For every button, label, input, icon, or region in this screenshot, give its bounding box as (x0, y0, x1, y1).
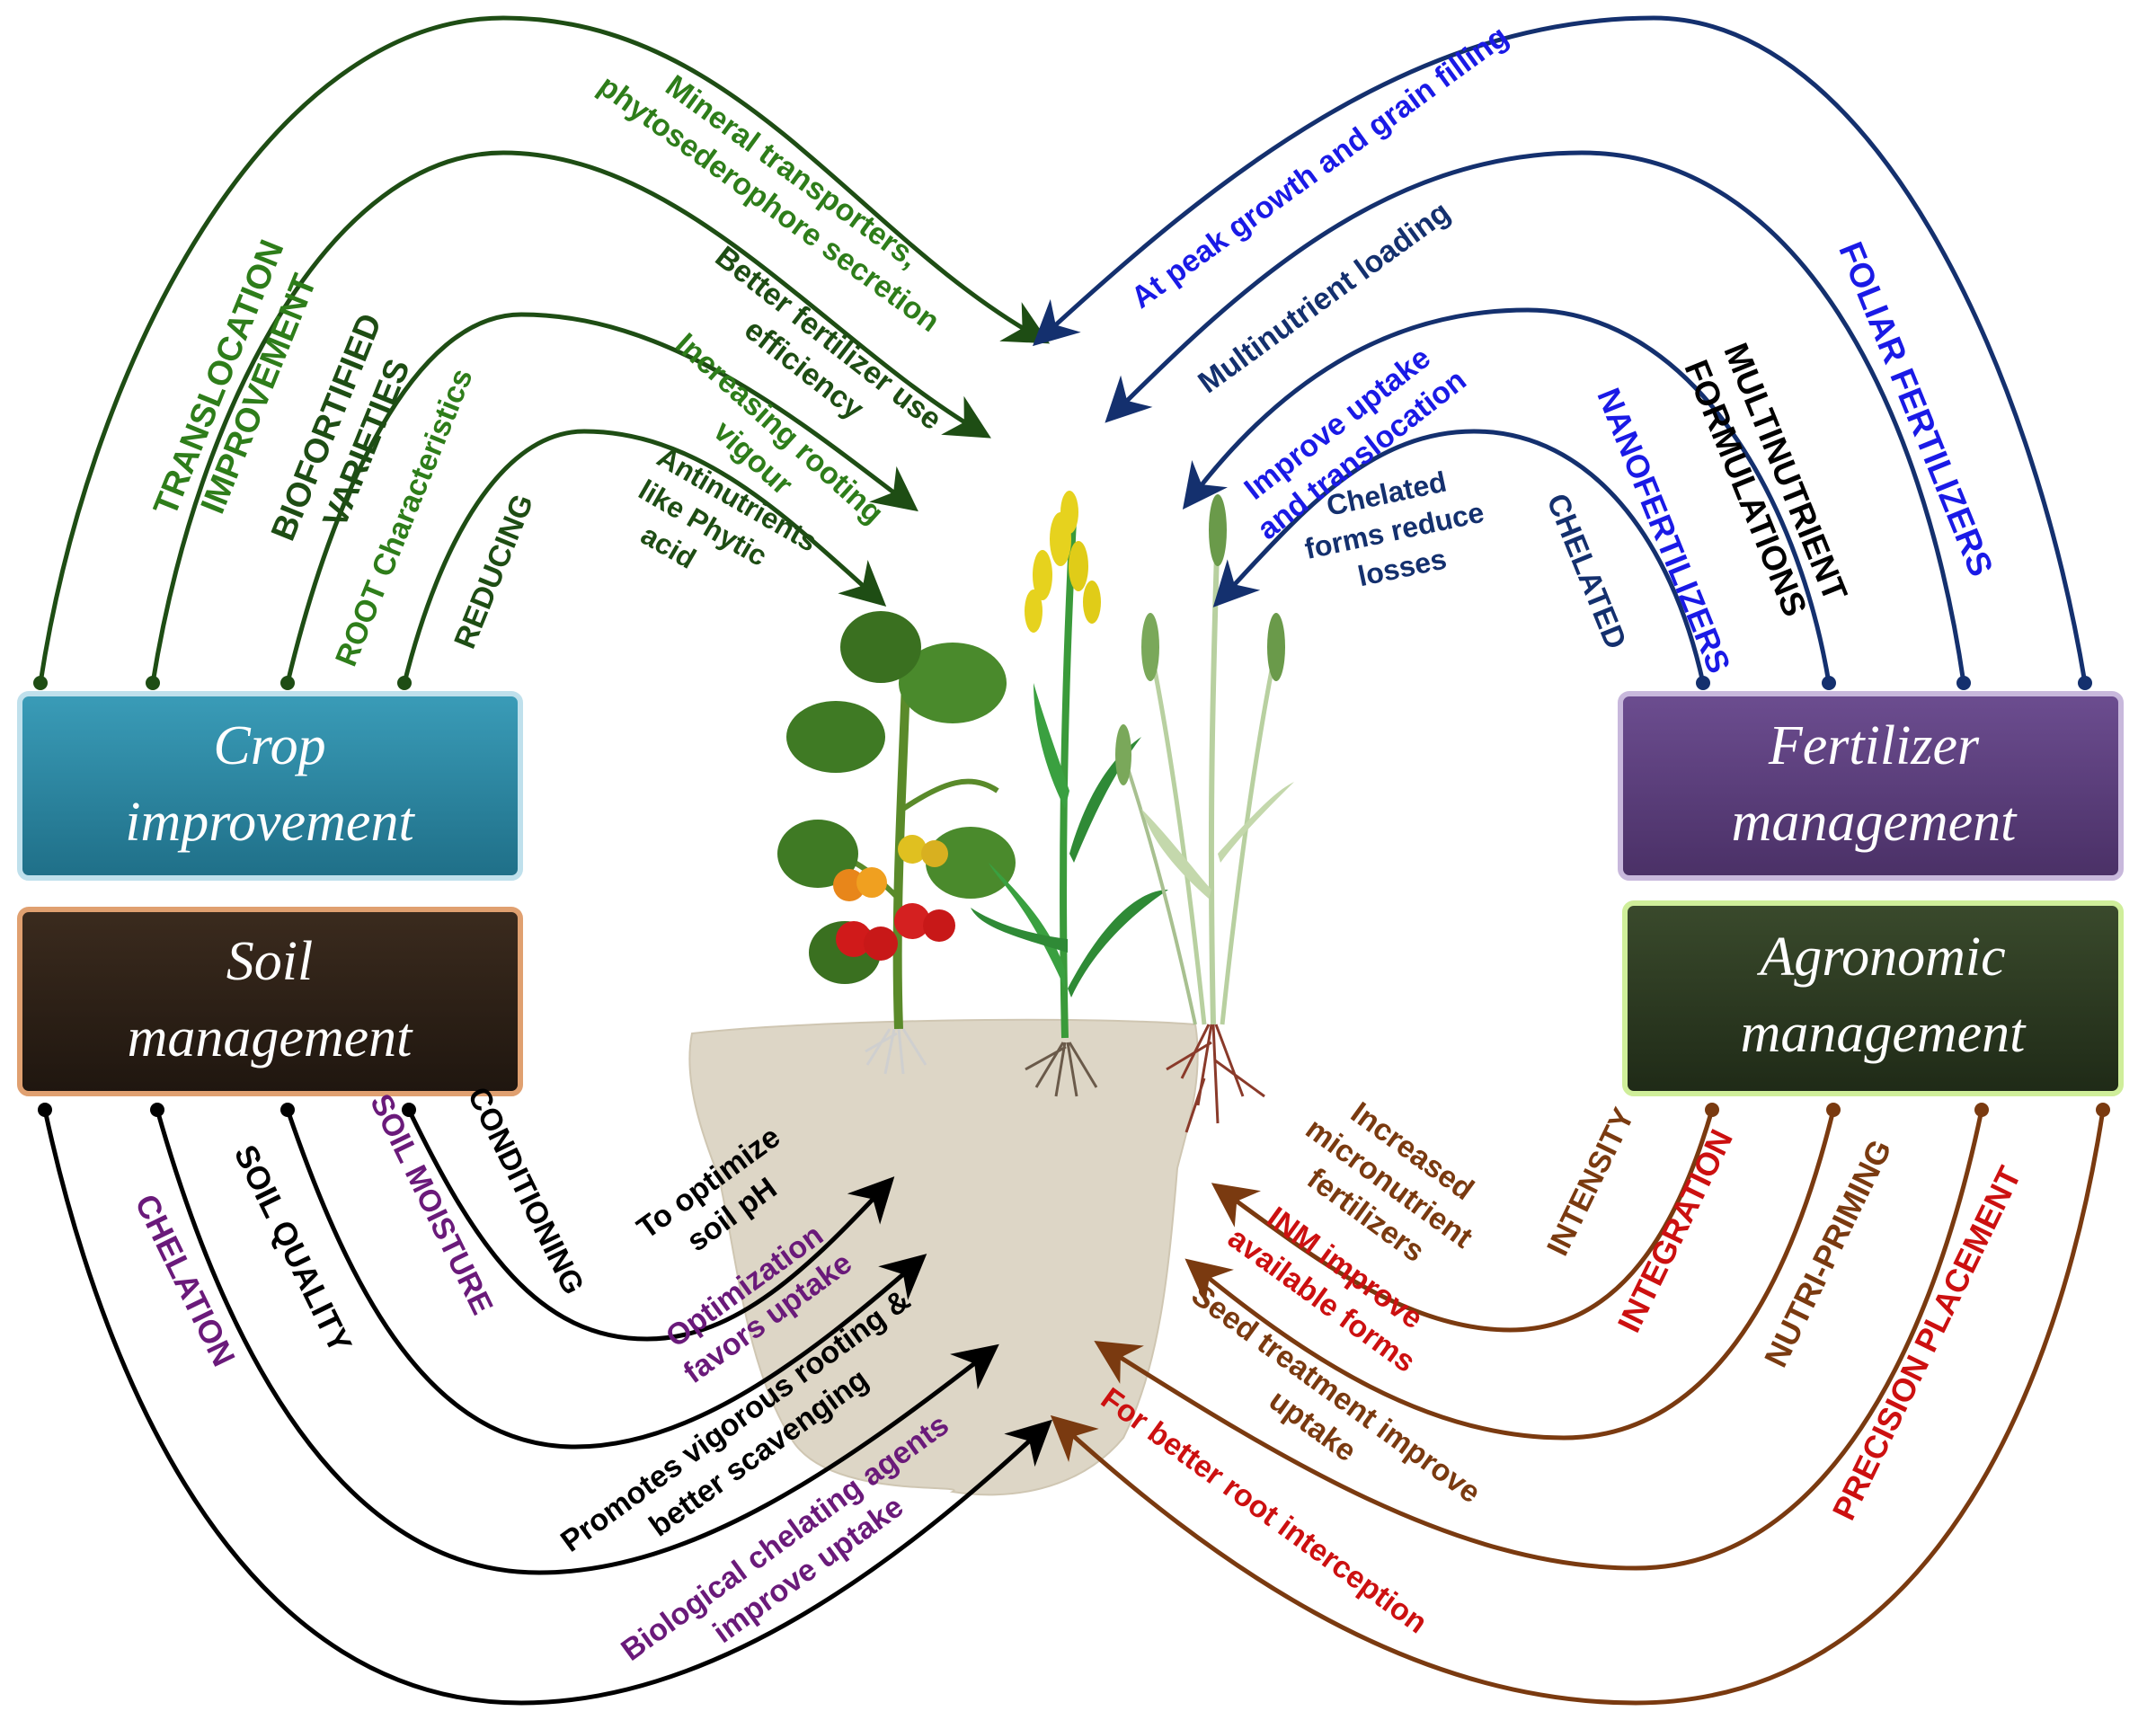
agronomic-box-line-2: management (1741, 1003, 2027, 1064)
crop-box-line-2: improvement (125, 792, 415, 853)
arrow-translocation (38, 15, 1051, 684)
label-foliar-effect: At peak growth and grain filling (1125, 19, 1514, 315)
crop-arrows (33, 15, 1051, 690)
arrow-placement (1050, 1109, 2106, 1706)
crop-improvement-box: Crop improvement (17, 691, 523, 881)
arrow-root (285, 312, 918, 684)
fertilizer-arrows (1032, 15, 2092, 690)
integration-label: INTEGRATION (1610, 1123, 1740, 1337)
arrow-biofortified (150, 150, 991, 684)
rice-plant-icon (971, 491, 1168, 1097)
arrow-chelated (1212, 429, 1706, 684)
crop-box-line-1: Crop (213, 715, 325, 776)
arrow-moisture (285, 1109, 927, 1450)
label-quality: SOIL QUALITY (227, 1139, 359, 1359)
label-chelated: CHELATED (1539, 489, 1633, 654)
soil-pot (688, 1018, 1199, 1496)
label-reducing: REDUCING (448, 490, 540, 653)
arrow-multinutrient (1105, 150, 1966, 684)
label-integration: INTEGRATION (1610, 1123, 1740, 1337)
arrow-chelation (42, 1109, 1052, 1706)
foliar-label: FOLIAR FERTILIZERS (1831, 237, 2000, 582)
priming-label: NUTRI-PRIMING (1757, 1134, 1899, 1373)
arrow-nano (1182, 307, 1832, 684)
label-foliar: FOLIAR FERTILIZERS (1831, 237, 2000, 582)
arrow-reducing (402, 429, 887, 684)
arrow-priming (1094, 1109, 1984, 1571)
arrow-quality (155, 1109, 999, 1575)
quality-label: SOIL QUALITY (227, 1139, 359, 1359)
agronomic-arrows (1050, 1103, 2110, 1706)
chelation-label: CHELATION (128, 1188, 243, 1371)
arrow-intensity (1211, 1109, 1715, 1333)
label-reducing-effect: Antinutrients like Phytic acid (634, 440, 823, 575)
soil-box-line-2: management (128, 1007, 414, 1068)
fertilizer-box-line-2: management (1732, 792, 2018, 853)
intensity-label: INTENSITY (1540, 1103, 1641, 1262)
arrow-integration (1184, 1109, 1836, 1441)
fertilizer-box-line-1: Fertilizer (1768, 715, 1980, 776)
label-intensity: INTENSITY (1540, 1103, 1641, 1262)
foliar-effect-label: At peak growth and grain filling (1125, 19, 1514, 315)
soil-box-line-1: Soil (226, 931, 313, 992)
soil-management-box: Soil management (17, 907, 523, 1096)
arrow-foliar (1032, 15, 2088, 684)
fertilizer-management-box: Fertilizer management (1618, 691, 2124, 881)
chelated-label: CHELATED (1539, 489, 1633, 654)
label-chelation: CHELATION (128, 1188, 243, 1371)
soil-arrows (38, 1103, 1052, 1706)
reducing-label: REDUCING (448, 490, 540, 653)
agronomic-management-box: Agronomic management (1622, 900, 2124, 1096)
tomato-plant-icon (777, 611, 1016, 1075)
arrow-conditioning (406, 1108, 895, 1342)
agronomic-box-line-1: Agronomic (1756, 926, 2005, 988)
label-priming: NUTRI-PRIMING (1757, 1134, 1899, 1373)
